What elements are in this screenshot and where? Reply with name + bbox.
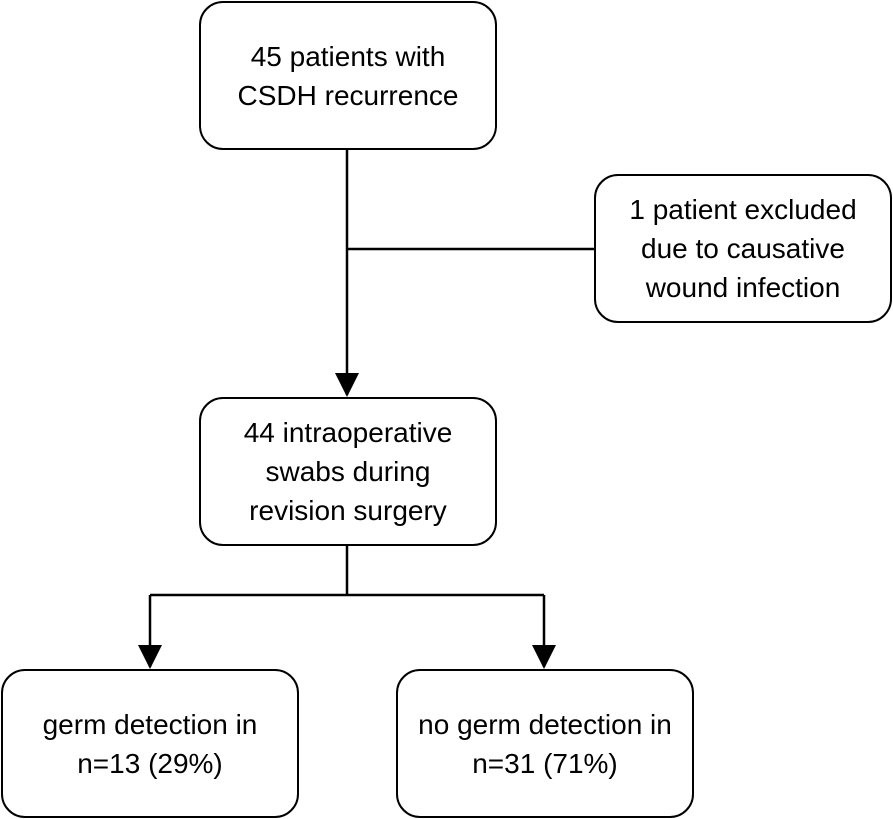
text-line: n=13 (29%) [77, 747, 223, 779]
text-line: n=31 (71%) [472, 747, 618, 779]
text-line: 44 intraoperative [243, 417, 453, 448]
node-germ-detection: germ detection in n=13 (29%) [1, 669, 299, 818]
text-line: germ detection in [42, 708, 258, 740]
node-germ-detection-text: germ detection in n=13 (29%) [43, 705, 258, 783]
node-excluded-patient-text: 1 patient excluded due to causative woun… [629, 190, 856, 307]
node-patients-recurrence-text: 45 patients with CSDH recurrence [238, 37, 459, 115]
text-line: due to causative [641, 233, 845, 264]
text-line: CSDH recurrence [237, 79, 459, 111]
text-line: 1 patient excluded [629, 194, 857, 225]
text-line: swabs during [265, 456, 431, 487]
text-line: wound infection [645, 272, 841, 303]
node-no-germ-detection: no germ detection in n=31 (71%) [396, 669, 694, 818]
text-line: no germ detection in [418, 708, 672, 740]
node-patients-recurrence: 45 patients with CSDH recurrence [199, 1, 497, 150]
node-no-germ-detection-text: no germ detection in n=31 (71%) [418, 705, 672, 783]
node-excluded-patient: 1 patient excluded due to causative woun… [594, 174, 892, 323]
node-intraoperative-swabs: 44 intraoperative swabs during revision … [199, 397, 497, 546]
node-intraoperative-swabs-text: 44 intraoperative swabs during revision … [244, 413, 453, 530]
text-line: revision surgery [249, 495, 447, 526]
text-line: 45 patients with [250, 40, 446, 72]
